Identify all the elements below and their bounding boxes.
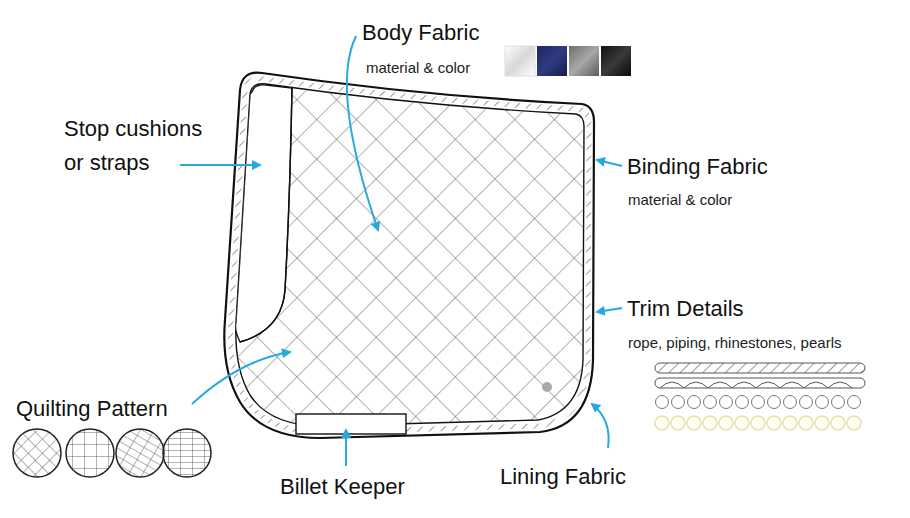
part-note: material & color xyxy=(628,190,732,210)
pearl xyxy=(767,416,781,430)
pearl xyxy=(703,416,717,430)
pearl xyxy=(847,416,861,430)
rhinestone xyxy=(784,396,797,409)
part-label: Trim Details xyxy=(627,292,744,326)
pearl xyxy=(831,416,845,430)
pearl xyxy=(799,416,813,430)
part-label: Billet Keeper xyxy=(280,470,405,504)
part-label: Stop cushions or straps xyxy=(64,112,214,180)
rhinestone xyxy=(800,396,813,409)
part-label: Body Fabric xyxy=(362,16,479,50)
part-label: Quilting Pattern xyxy=(16,392,168,426)
pearl xyxy=(671,416,685,430)
pearl xyxy=(783,416,797,430)
part-note: rope, piping, rhinestones, pearls xyxy=(628,333,841,353)
pearl xyxy=(815,416,829,430)
part-label: Lining Fabric xyxy=(500,460,626,494)
rhinestone xyxy=(768,396,781,409)
rhinestone xyxy=(736,396,749,409)
rhinestone xyxy=(752,396,765,409)
pearl xyxy=(751,416,765,430)
rhinestone xyxy=(704,396,717,409)
pearl xyxy=(687,416,701,430)
pearl xyxy=(655,416,669,430)
part-label: Binding Fabric xyxy=(627,150,768,184)
rhinestone xyxy=(688,396,701,409)
pearl xyxy=(735,416,749,430)
rhinestone xyxy=(720,396,733,409)
pearl xyxy=(719,416,733,430)
rhinestone xyxy=(816,396,829,409)
rhinestone xyxy=(832,396,845,409)
rhinestone xyxy=(848,396,861,409)
part-note: material & color xyxy=(366,58,470,78)
rhinestone xyxy=(672,396,685,409)
rhinestone xyxy=(656,396,669,409)
